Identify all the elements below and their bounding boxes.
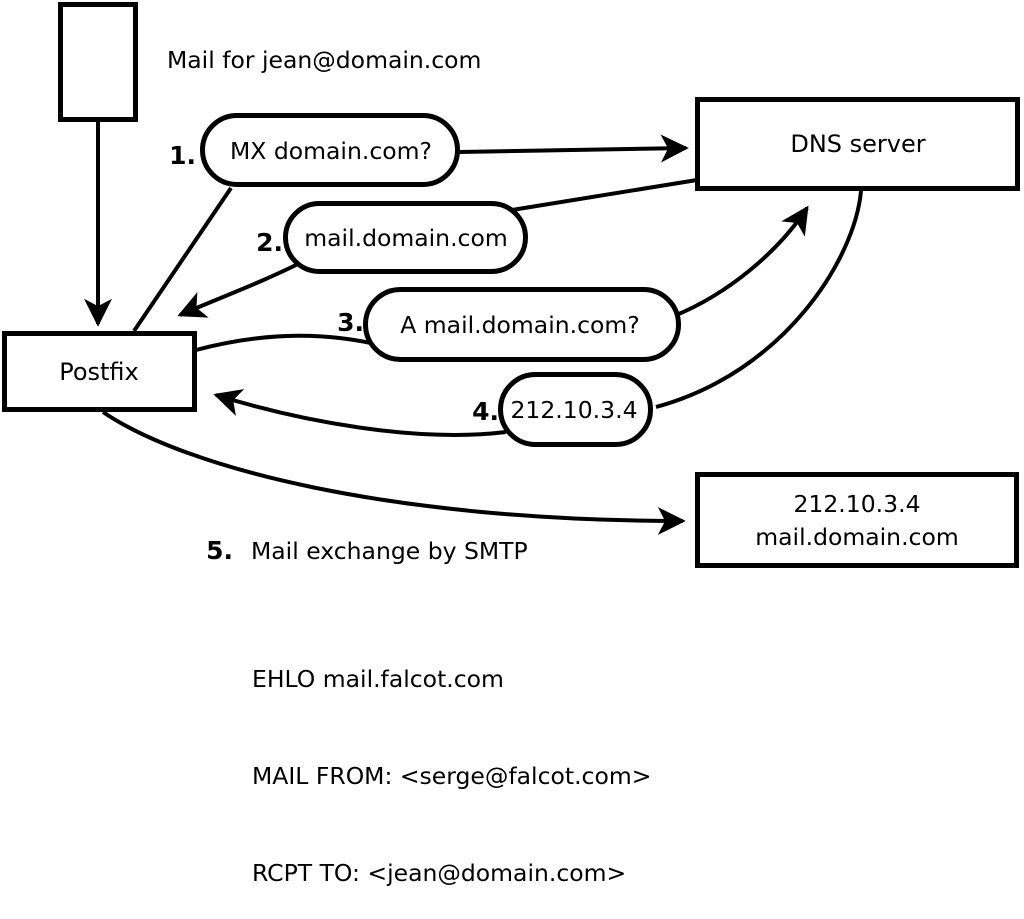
arrow-answer4-to-postfix xyxy=(213,389,507,437)
line-postfix-to-query3 xyxy=(195,333,389,352)
diagram-title: Mail for jean@domain.com xyxy=(167,46,481,74)
answer-pill-mailhost xyxy=(283,201,528,274)
step-number-5: 5. xyxy=(206,536,233,565)
mail-message-icon xyxy=(58,2,138,122)
postfix-label: Postfix xyxy=(59,358,139,386)
answer-pill-ip-label: 212.10.3.4 xyxy=(510,396,637,424)
arrow-answer2-to-postfix xyxy=(177,261,301,318)
answer-pill-mailhost-label: mail.domain.com xyxy=(304,224,508,252)
step-number-1: 1. xyxy=(169,141,196,170)
dns-server-node xyxy=(695,97,1020,191)
line-dns-to-answer4 xyxy=(655,190,863,409)
query-pill-a-record xyxy=(363,287,681,362)
query-pill-mx xyxy=(200,113,460,187)
smtp-line-ehlo: EHLO mail.falcot.com xyxy=(252,664,504,693)
step-number-4: 4. xyxy=(472,397,499,426)
dns-server-label: DNS server xyxy=(790,130,925,158)
mail-server-hostname-label: mail.domain.com xyxy=(755,523,959,551)
line-postfix-to-query1 xyxy=(132,186,233,333)
smtp-transcript: EHLO mail.falcot.com MAIL FROM: <serge@f… xyxy=(252,598,651,919)
smtp-line-rcptto: RCPT TO: <jean@domain.com> xyxy=(252,859,627,888)
answer-pill-ip xyxy=(498,372,653,447)
query-pill-mx-label: MX domain.com? xyxy=(230,137,432,165)
mail-server-ip-label: 212.10.3.4 xyxy=(793,490,920,518)
smtp-line-mailfrom: MAIL FROM: <serge@falcot.com> xyxy=(252,762,652,791)
line-dns-to-answer2 xyxy=(511,178,698,212)
arrow-query1-to-dns xyxy=(458,134,689,163)
mail-server-node xyxy=(695,472,1019,568)
smtp-exchange-caption: Mail exchange by SMTP xyxy=(251,537,528,565)
postfix-node xyxy=(2,331,197,412)
query-pill-a-record-label: A mail.domain.com? xyxy=(400,311,640,339)
step-number-2: 2. xyxy=(256,228,283,257)
step-number-3: 3. xyxy=(337,308,364,337)
arrow-postfix-to-mailserver xyxy=(101,410,686,535)
arrow-query3-to-dns xyxy=(673,205,809,318)
